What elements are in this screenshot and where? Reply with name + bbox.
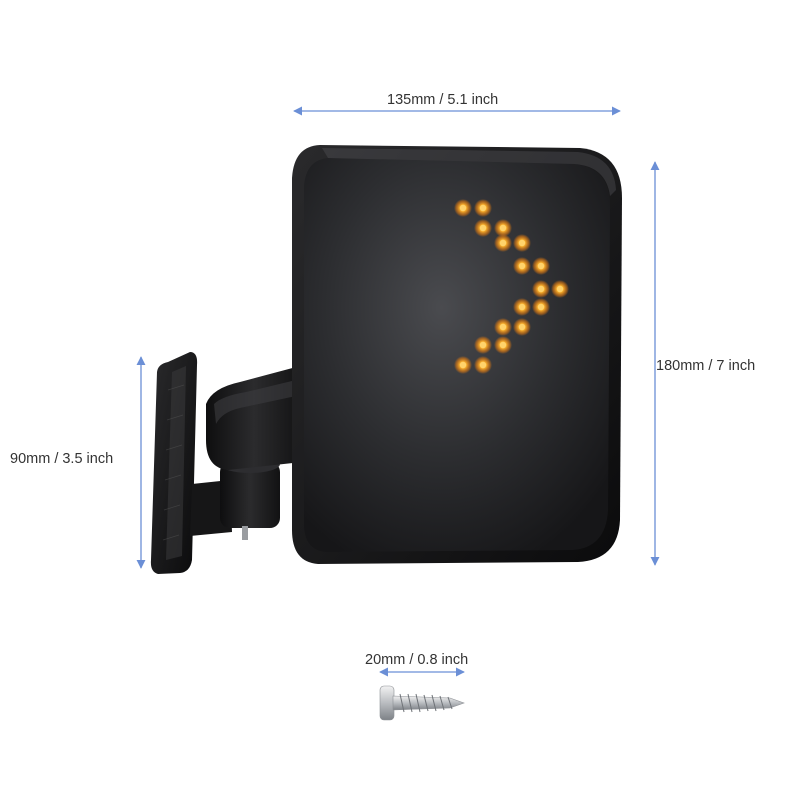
led-core: [479, 361, 487, 369]
turn-signal-chevron-icon: [454, 199, 569, 374]
led-core: [556, 285, 564, 293]
screw-length-label: 20mm / 0.8 inch: [365, 652, 469, 668]
screw-icon: [379, 685, 465, 721]
led-core: [459, 204, 467, 212]
led-core: [499, 239, 507, 247]
led-core: [499, 323, 507, 331]
led-core: [518, 262, 526, 270]
left-height-label: 90mm / 3.5 inch: [10, 451, 114, 467]
mirror-glass: [304, 158, 610, 552]
led-core: [537, 303, 545, 311]
led-core: [518, 239, 526, 247]
led-core: [479, 341, 487, 349]
mirror-housing: [292, 145, 622, 564]
led-core: [499, 224, 507, 232]
top-width-label: 135mm / 5.1 inch: [387, 92, 499, 108]
led-core: [537, 285, 545, 293]
led-core: [499, 341, 507, 349]
right-height-label: 180mm / 7 inch: [656, 358, 756, 374]
led-core: [479, 204, 487, 212]
led-core: [518, 323, 526, 331]
led-core: [479, 224, 487, 232]
led-core: [518, 303, 526, 311]
led-core: [459, 361, 467, 369]
mounting-bracket: [150, 352, 302, 574]
led-core: [537, 262, 545, 270]
